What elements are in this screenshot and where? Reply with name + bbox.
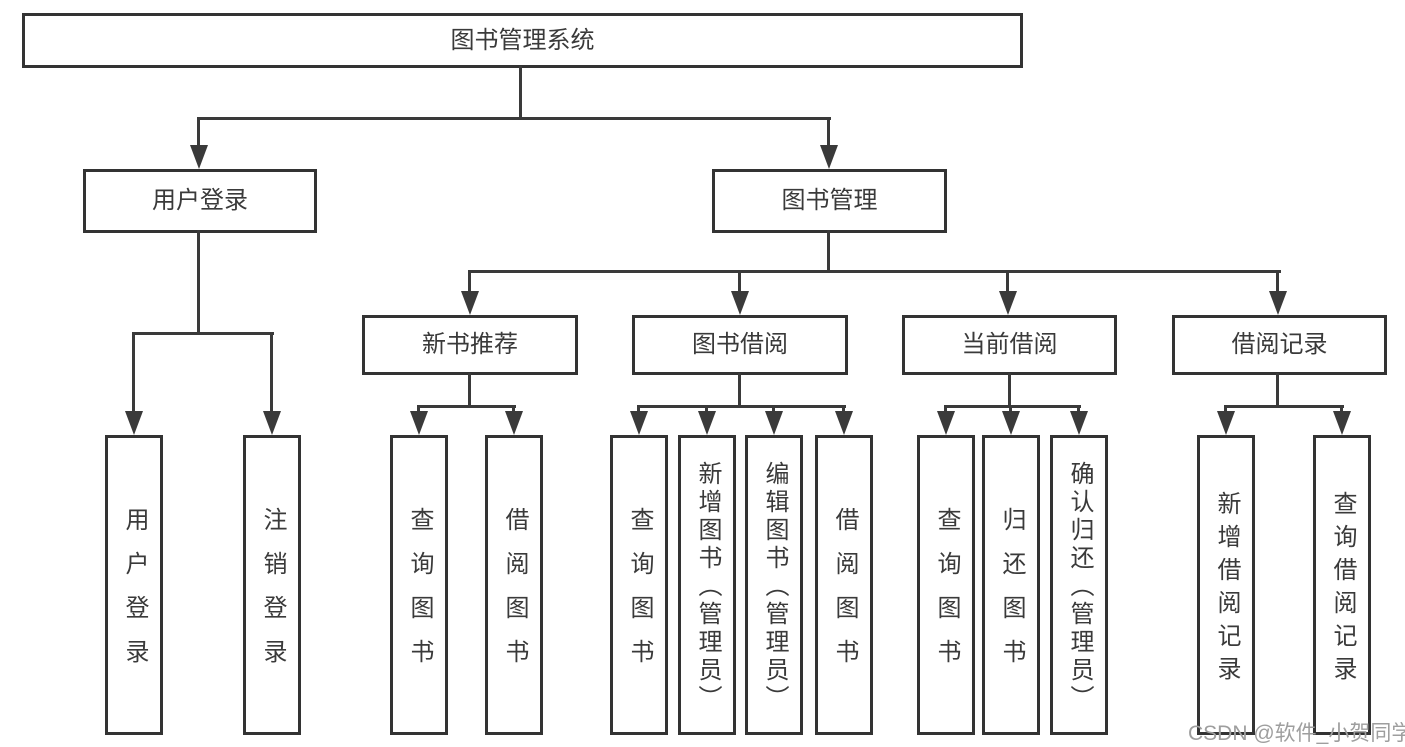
connector-hline (1224, 405, 1344, 408)
connector-vline (1006, 270, 1009, 295)
connector-hline (944, 405, 1081, 408)
connector-vline (944, 405, 947, 415)
connector-vline (738, 373, 741, 407)
leaf-borrowing-borrow-books-label: 借阅图书 (831, 507, 858, 683)
node-new-book-recommendation-label: 新书推荐 (422, 331, 518, 358)
leaf-logout: 注销登录 (243, 435, 301, 735)
node-library-system: 图书管理系统 (22, 13, 1023, 68)
connector-vline (468, 373, 471, 407)
leaf-borrowing-query-books: 查询图书 (610, 435, 668, 735)
leaf-recommend-borrow-books: 借阅图书 (485, 435, 543, 735)
connector-vline (705, 405, 708, 415)
node-current-borrowing-label: 当前借阅 (961, 331, 1058, 358)
connector-vline (1276, 270, 1279, 295)
leaf-current-query-books-label: 查询图书 (933, 507, 960, 683)
leaf-recommend-query-books-label: 查询图书 (406, 507, 433, 683)
arrowhead-down-icon (125, 411, 143, 435)
leaf-current-return-books-label: 归还图书 (998, 507, 1025, 683)
connector-vline (468, 270, 471, 295)
connector-vline (772, 405, 775, 415)
leaf-borrowing-borrow-books: 借阅图书 (815, 435, 873, 735)
arrowhead-down-icon (765, 411, 783, 435)
node-borrowing-records-label: 借阅记录 (1231, 331, 1328, 358)
connector-hline (468, 270, 1281, 273)
leaf-borrowing-add-books-admin-label: 新增图书（管理员） (694, 461, 721, 713)
leaf-current-return-books: 归还图书 (982, 435, 1040, 735)
arrowhead-down-icon (937, 411, 955, 435)
leaf-records-query-record: 查询借阅记录 (1313, 435, 1371, 735)
connector-hline (417, 405, 516, 408)
leaf-records-add-record: 新增借阅记录 (1197, 435, 1255, 735)
leaf-current-confirm-return-admin-label: 确认归还（管理员） (1066, 461, 1093, 713)
connector-vline (827, 117, 830, 150)
leaf-borrowing-edit-books-admin: 编辑图书（管理员） (745, 435, 803, 735)
arrowhead-down-icon (820, 145, 838, 169)
arrowhead-down-icon (410, 411, 428, 435)
arrowhead-down-icon (1070, 411, 1088, 435)
connector-vline (827, 230, 830, 273)
leaf-borrowing-query-books-label: 查询图书 (626, 507, 653, 683)
leaf-user-login-label: 用户登录 (121, 507, 148, 683)
connector-vline (417, 405, 420, 415)
connector-vline (1077, 405, 1080, 415)
arrowhead-down-icon (1269, 291, 1287, 315)
leaf-borrowing-edit-books-admin-label: 编辑图书（管理员） (761, 461, 788, 713)
leaf-records-query-record-label: 查询借阅记录 (1329, 490, 1356, 689)
leaf-recommend-borrow-books-label: 借阅图书 (501, 507, 528, 683)
leaf-records-add-record-label: 新增借阅记录 (1213, 490, 1240, 689)
connector-vline (738, 270, 741, 295)
leaf-borrowing-add-books-admin: 新增图书（管理员） (678, 435, 736, 735)
connector-vline (637, 405, 640, 415)
node-library-system-label: 图书管理系统 (450, 26, 595, 54)
connector-vline (1276, 373, 1279, 407)
connector-vline (270, 332, 273, 415)
node-new-book-recommendation: 新书推荐 (362, 315, 578, 375)
arrowhead-down-icon (630, 411, 648, 435)
connector-vline (197, 117, 200, 150)
arrowhead-down-icon (461, 291, 479, 315)
connector-vline (1008, 373, 1011, 407)
csdn-watermark: CSDN @软件_小贺同学 (1188, 722, 1405, 745)
leaf-current-confirm-return-admin: 确认归还（管理员） (1050, 435, 1108, 735)
arrowhead-down-icon (999, 291, 1017, 315)
arrowhead-down-icon (731, 291, 749, 315)
node-book-management-label: 图书管理 (781, 187, 878, 214)
arrowhead-down-icon (1217, 411, 1235, 435)
connector-vline (1009, 405, 1012, 415)
leaf-user-login: 用户登录 (105, 435, 163, 735)
connector-vline (1224, 405, 1227, 415)
arrowhead-down-icon (1002, 411, 1020, 435)
arrowhead-down-icon (263, 411, 281, 435)
connector-vline (132, 332, 135, 415)
node-book-management: 图书管理 (712, 169, 947, 233)
node-user-login: 用户登录 (83, 169, 317, 233)
arrowhead-down-icon (835, 411, 853, 435)
connector-vline (1340, 405, 1343, 415)
connector-vline (512, 405, 515, 415)
node-book-borrowing: 图书借阅 (632, 315, 848, 375)
leaf-recommend-query-books: 查询图书 (390, 435, 448, 735)
leaf-logout-label: 注销登录 (259, 507, 286, 683)
arrowhead-down-icon (698, 411, 716, 435)
node-current-borrowing: 当前借阅 (902, 315, 1117, 375)
arrowhead-down-icon (1333, 411, 1351, 435)
node-borrowing-records: 借阅记录 (1172, 315, 1387, 375)
arrowhead-down-icon (505, 411, 523, 435)
leaf-current-query-books: 查询图书 (917, 435, 975, 735)
connector-hline (197, 117, 831, 120)
node-user-login-label: 用户登录 (152, 187, 248, 214)
connector-vline (519, 66, 522, 118)
connector-vline (197, 230, 200, 335)
arrowhead-down-icon (190, 145, 208, 169)
connector-vline (842, 405, 845, 415)
connector-hline (637, 405, 846, 408)
node-book-borrowing-label: 图书借阅 (692, 331, 788, 358)
connector-hline (133, 332, 274, 335)
